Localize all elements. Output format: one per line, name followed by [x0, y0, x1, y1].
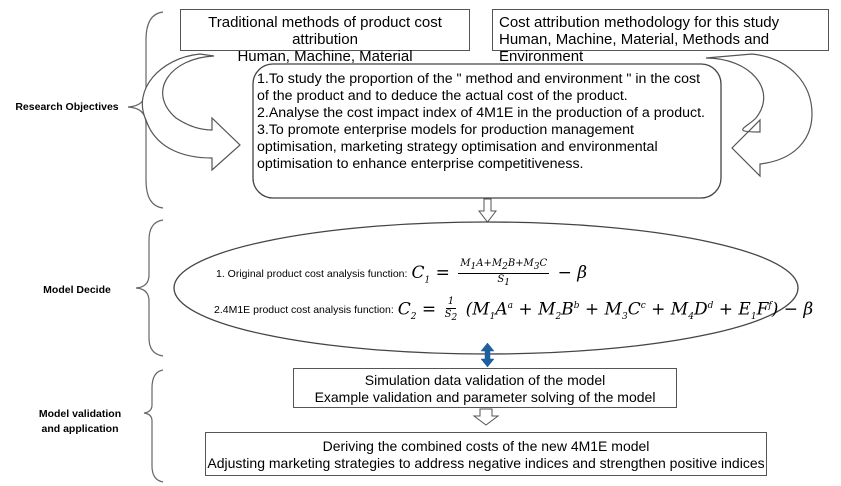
equation-1: 1. Original product cost analysis functi…	[216, 258, 587, 289]
label-model-validation-line1: Model validation	[38, 408, 122, 420]
validation-brace	[143, 369, 164, 483]
left-curved-arrow	[141, 53, 241, 172]
label-research-objectives: Research Objectives	[15, 101, 119, 113]
objective-1: 1.To study the proportion of the " metho…	[257, 71, 701, 104]
objective-3: 3.To promote enterprise models for produ…	[257, 122, 658, 172]
down-arrow-1	[477, 198, 498, 223]
validation-box: Simulation data validation of the model …	[293, 368, 677, 408]
validation-line-1: Simulation data validation of the model	[364, 372, 606, 388]
traditional-methods-box: Traditional methods of product cost attr…	[180, 9, 470, 65]
study-methodology-box: Cost attribution methodology for this st…	[492, 9, 829, 65]
label-model-validation-line2: and application	[41, 423, 119, 435]
validation-line-2: Example validation and parameter solving…	[314, 389, 656, 405]
down-arrow-2	[472, 408, 500, 426]
result-line-2: Adjusting marketing strategies to addres…	[207, 455, 765, 471]
label-model-validation: Model validation and application	[20, 407, 140, 437]
traditional-methods-items: Human, Machine, Material	[237, 48, 413, 65]
equation-2-label: 2.4M1E product cost analysis function:	[214, 304, 394, 316]
objectives-list: 1.To study the proportion of the " metho…	[257, 71, 715, 173]
equation-1-label: 1. Original product cost analysis functi…	[216, 267, 408, 280]
result-box: Deriving the combined costs of the new 4…	[205, 432, 767, 476]
research-brace	[127, 11, 164, 209]
study-methodology-title: Cost attribution methodology for this st…	[499, 14, 780, 31]
traditional-methods-title: Traditional methods of product cost attr…	[208, 14, 442, 48]
study-methodology-items: Human, Machine, Material, Methods and En…	[499, 31, 770, 65]
equation-2: 2.4M1E product cost analysis function: C…	[214, 296, 813, 324]
model-brace	[135, 219, 164, 357]
objectives-frame	[252, 63, 722, 199]
result-line-1: Deriving the combined costs of the new 4…	[322, 438, 650, 454]
right-curved-arrow	[705, 53, 813, 178]
label-model-decide: Model Decide	[43, 284, 111, 296]
double-arrow	[480, 342, 495, 368]
objective-2: 2.Analyse the cost impact index of 4M1E …	[257, 105, 705, 121]
